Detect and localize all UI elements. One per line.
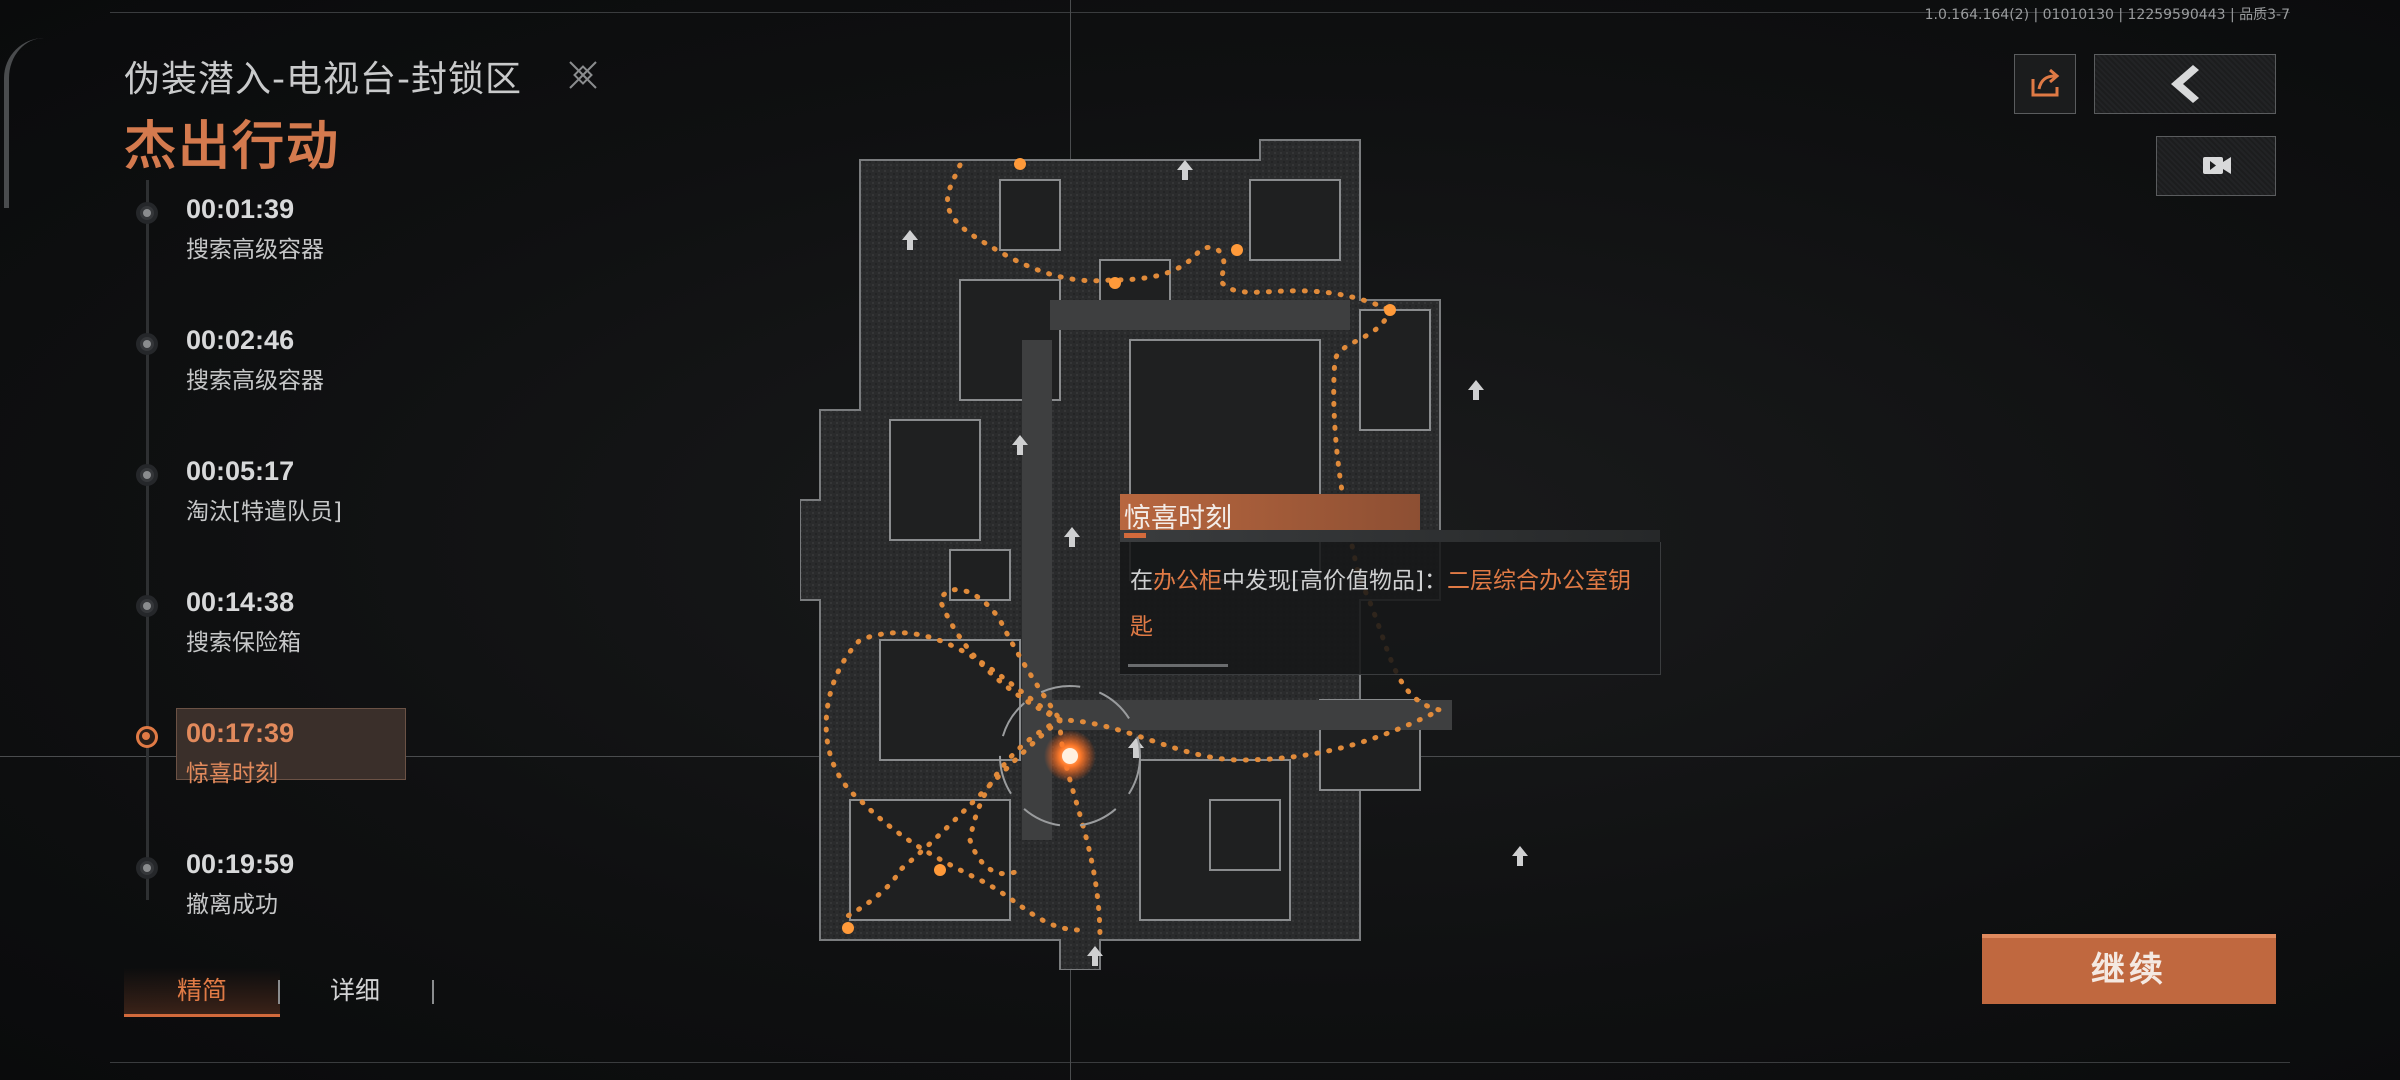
timeline-active-highlight <box>176 708 406 780</box>
route-waypoints <box>842 158 1396 934</box>
decorative-arc <box>4 38 49 208</box>
extraction-markers <box>902 160 1528 966</box>
tab-simple[interactable]: 精简 <box>124 968 280 1017</box>
popup-title: 惊喜时刻 <box>1124 503 1232 534</box>
back-arrow-icon <box>2171 65 2199 103</box>
popup-subbar-mark <box>1124 533 1146 538</box>
popup-text: 在办公柜中发现[高价值物品]：二层综合办公室钥匙 <box>1130 558 1650 650</box>
frame-top-line <box>110 12 2290 13</box>
timeline-label: 搜索高级容器 <box>186 368 324 394</box>
timeline-label: 惊喜时刻 <box>186 761 278 787</box>
timeline-time: 00:02:46 <box>186 325 295 355</box>
tab-divider <box>278 980 280 1004</box>
tab-detail[interactable]: 详细 <box>329 976 380 1005</box>
timeline-dot <box>136 464 158 486</box>
timeline-item[interactable]: 00:14:38 搜索保险箱 <box>124 583 424 656</box>
timeline-label: 搜索保险箱 <box>186 630 301 656</box>
tab-divider <box>432 980 434 1004</box>
timeline-dot <box>136 595 158 617</box>
popup-progress-bar <box>1128 664 1228 667</box>
timeline-label: 淘汰[特遣队员] <box>186 499 342 525</box>
timeline-item-active[interactable]: 00:17:39 惊喜时刻 <box>124 708 424 787</box>
popup-body: 在办公柜中发现[高价值物品]：二层综合办公室钥匙 <box>1120 542 1661 675</box>
popup-text-mid: 中发现[高价值物品]： <box>1222 568 1447 594</box>
map-corridor <box>1022 300 1452 840</box>
timeline-label: 撤离成功 <box>186 892 278 918</box>
share-button[interactable] <box>2014 54 2076 114</box>
timeline-dot-active <box>136 726 158 748</box>
event-popup: 惊喜时刻 在办公柜中发现[高价值物品]：二层综合办公室钥匙 <box>1120 494 1661 680</box>
timeline-item[interactable]: 00:05:17 淘汰[特遣队员] <box>124 452 424 525</box>
timeline-dot <box>136 202 158 224</box>
timeline-time: 00:05:17 <box>186 456 295 486</box>
popup-subbar <box>1120 530 1660 542</box>
back-button[interactable] <box>2094 54 2276 114</box>
video-icon <box>2203 157 2231 174</box>
timeline-time: 00:14:38 <box>186 587 295 617</box>
video-button[interactable] <box>2156 136 2276 196</box>
timeline-dot <box>136 333 158 355</box>
popup-container-name: 办公柜 <box>1153 568 1222 594</box>
timeline-time: 00:17:39 <box>186 718 295 748</box>
crossed-emblem-icon <box>569 61 597 89</box>
share-icon <box>2031 68 2060 97</box>
timeline-item[interactable]: 00:02:46 搜索高级容器 <box>124 321 424 394</box>
popup-text-prefix: 在 <box>1130 568 1153 594</box>
rank-title: 杰出行动 <box>124 117 341 177</box>
version-text: 1.0.164.164(2) | 01010130 | 12259590443 … <box>1924 7 2290 23</box>
player-position-marker <box>999 685 1141 827</box>
timeline-dot <box>136 857 158 879</box>
timeline-time: 00:01:39 <box>186 194 295 224</box>
route-path <box>823 162 1448 943</box>
frame-bottom-line <box>110 1062 2290 1063</box>
popup-header: 惊喜时刻 <box>1120 494 1420 534</box>
continue-button[interactable]: 继续 <box>1982 934 2276 1004</box>
mission-title: 伪装潜入-电视台-封锁区 <box>124 59 522 100</box>
timeline-label: 搜索高级容器 <box>186 237 324 263</box>
timeline-track <box>146 180 149 900</box>
timeline-item[interactable]: 00:01:39 搜索高级容器 <box>124 190 424 263</box>
popup-item-name: 二层综合办公室钥匙 <box>1130 568 1631 640</box>
timeline-item[interactable]: 00:19:59 撤离成功 <box>124 845 424 918</box>
timeline-time: 00:19:59 <box>186 849 295 879</box>
